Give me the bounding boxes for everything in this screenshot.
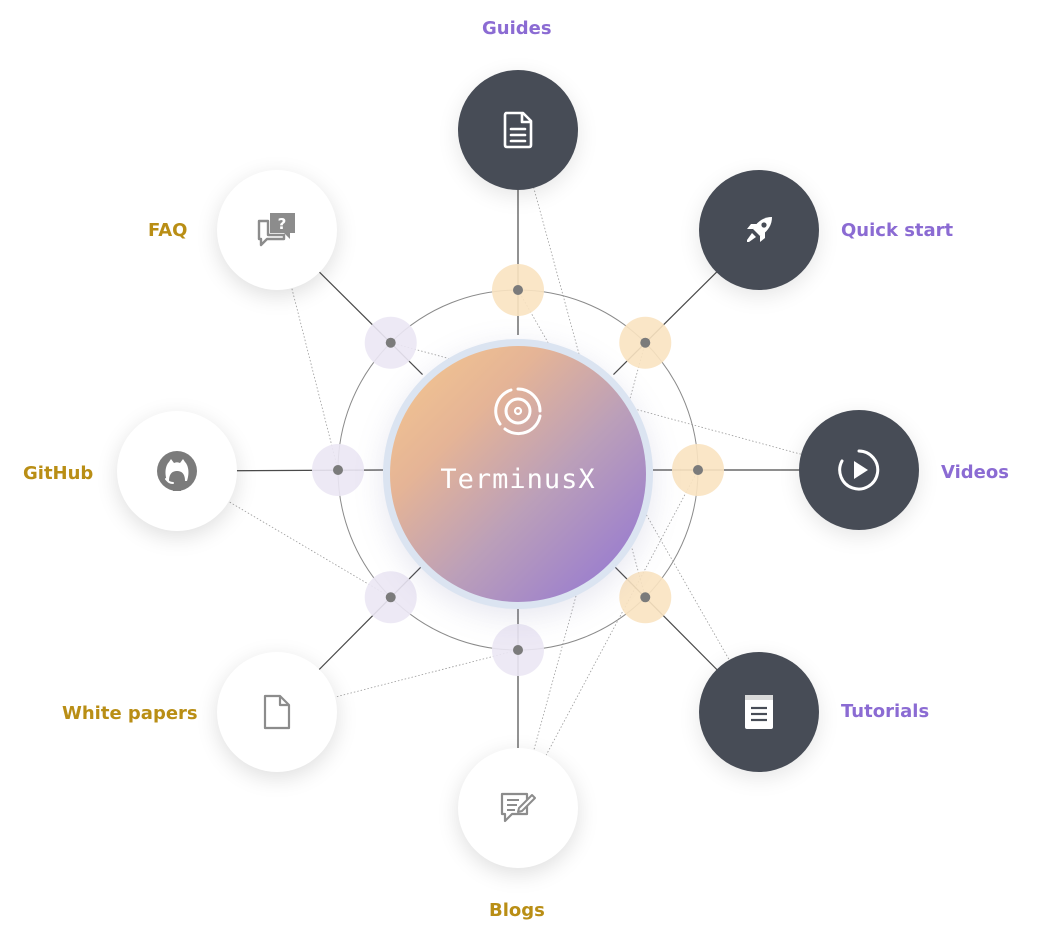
github-icon [156, 450, 198, 492]
rocket-icon [743, 214, 775, 246]
github-label[interactable]: GitHub [23, 463, 94, 484]
white-papers-node[interactable] [217, 652, 337, 772]
document-icon [502, 111, 534, 149]
videos-junction-dot [693, 465, 703, 475]
terminusx-hub[interactable]: TerminusX [383, 339, 653, 609]
blogs-label[interactable]: Blogs [489, 900, 545, 921]
white-papers-label[interactable]: White papers [62, 703, 198, 724]
github-junction-dot [333, 465, 343, 475]
svg-text:?: ? [278, 215, 287, 233]
quick-start-junction-dot [640, 337, 651, 348]
faq-junction-dot [385, 337, 396, 348]
guides-node[interactable] [458, 70, 578, 190]
guides-label[interactable]: Guides [482, 18, 552, 39]
notepad-icon [744, 694, 774, 730]
faq-label[interactable]: FAQ [148, 220, 188, 241]
hub-title: TerminusX [440, 464, 596, 495]
tutorials-junction-dot [640, 592, 651, 603]
quick-start-label[interactable]: Quick start [841, 220, 954, 241]
videos-node[interactable] [799, 410, 919, 530]
github-node[interactable] [117, 411, 237, 531]
videos-label[interactable]: Videos [941, 462, 1009, 483]
guides-junction-dot [513, 285, 523, 295]
faq-node[interactable]: ? [217, 170, 337, 290]
blank-file-icon [263, 694, 291, 730]
terminusx-ring-logo-icon [494, 387, 542, 436]
blogs-junction-dot [513, 645, 523, 655]
edit-message-icon [499, 791, 537, 825]
hub-gradient-disc: TerminusX [390, 346, 646, 602]
tutorials-label[interactable]: Tutorials [841, 701, 930, 722]
dotted-link [276, 229, 339, 471]
question-chat-icon: ? [256, 211, 298, 249]
dotted-link [517, 469, 699, 809]
play-circle-icon [837, 448, 881, 492]
tutorials-node[interactable] [699, 652, 819, 772]
white-papers-junction-dot [385, 592, 396, 603]
quick-start-node[interactable] [699, 170, 819, 290]
blogs-node[interactable] [458, 748, 578, 868]
